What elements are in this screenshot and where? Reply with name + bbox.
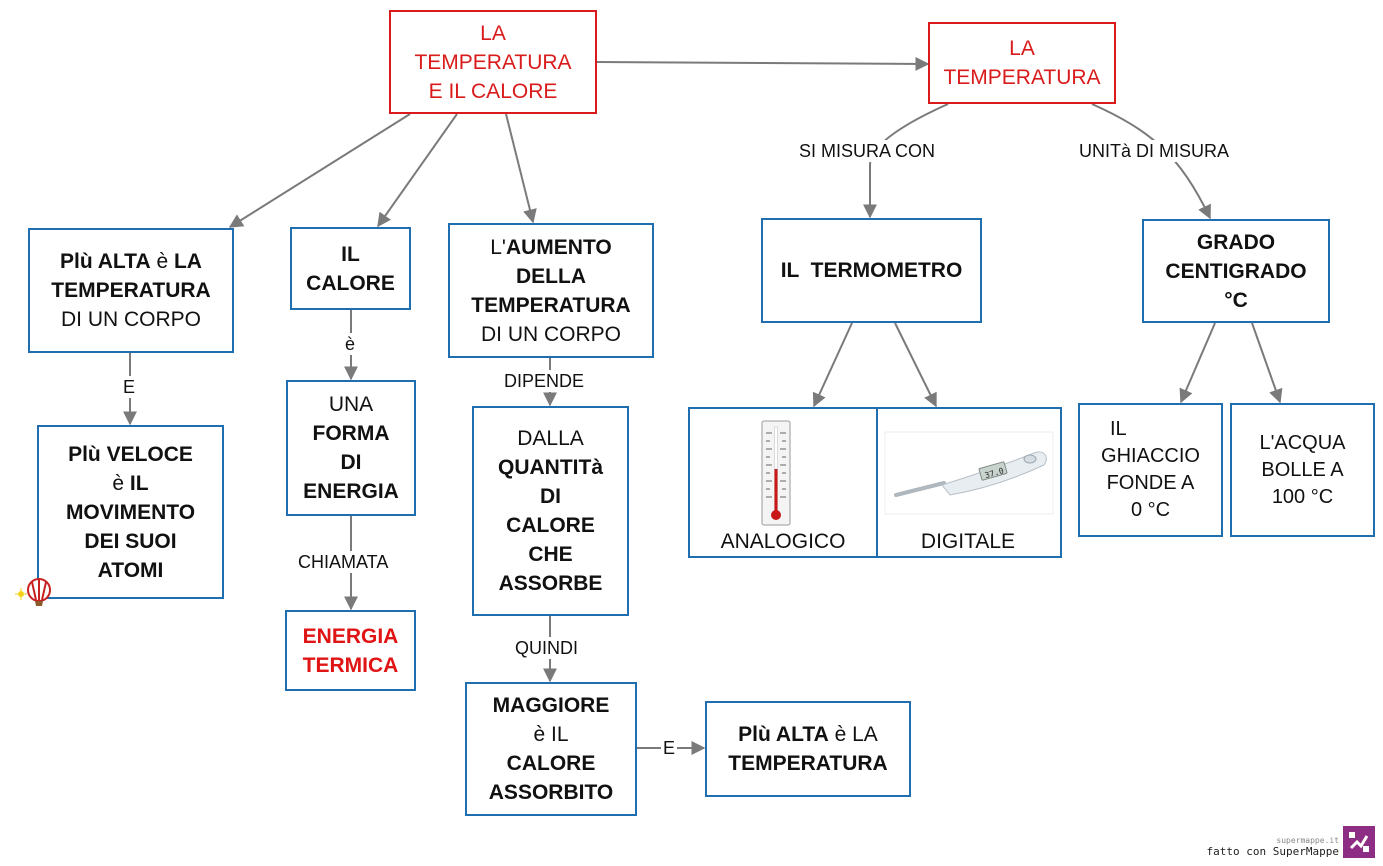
- edge-grado-ghiaccio: [1179, 322, 1216, 404]
- cell-analogico[interactable]: ANALOGICO: [690, 409, 878, 556]
- edge-label-unita: UNITà DI MISURA: [1077, 140, 1232, 162]
- analogico-label: ANALOGICO: [720, 530, 846, 553]
- aumento-line-2: DELLA: [516, 264, 586, 288]
- energia-line-1: ENERGIA: [302, 624, 399, 648]
- quantita-line-5: CHE: [528, 543, 573, 566]
- root-line-1: LA: [480, 21, 506, 45]
- quantita-line-1: DALLA: [517, 427, 584, 450]
- ghiaccio-line-2: GHIACCIO: [1101, 445, 1200, 467]
- quantita-line-2: QUANTITà: [498, 456, 603, 479]
- maggiore-line-3: CALORE: [506, 752, 596, 775]
- ghiaccio-line-3: FONDE A: [1106, 472, 1195, 494]
- veloce-line-4: DEI SUOI: [84, 529, 177, 553]
- edge-termometro-digitale: [894, 322, 937, 408]
- termometro-label: IL TERMOMETRO: [780, 259, 963, 282]
- node-termometro[interactable]: IL TERMOMETRO: [761, 218, 982, 323]
- grado-line-1: GRADO: [1196, 230, 1276, 254]
- edge-grado-acqua: [1251, 322, 1283, 404]
- analog-thermometer-icon: [761, 420, 791, 526]
- edge-label-e-2: E: [661, 737, 678, 759]
- edge-label-chiamata: CHIAMATA: [296, 551, 391, 573]
- piu-alta-line-2: TEMPERATURA: [728, 752, 888, 775]
- node-forma-energia[interactable]: UNA FORMA DI ENERGIA: [286, 380, 416, 516]
- aumento-line-3: TEMPERATURA: [471, 293, 631, 317]
- ghiaccio-line-4: 0 °C: [1130, 499, 1171, 521]
- calore-line-2: CALORE: [306, 271, 395, 295]
- piu-alta-line-1: Plù ALTA è LA: [738, 723, 878, 746]
- alta-line-3: DI UN CORPO: [60, 308, 201, 331]
- edge-root-alta: [228, 113, 411, 228]
- aumento-line-1: L'AUMENTO: [490, 235, 612, 259]
- maggiore-line-2: è IL: [533, 723, 569, 746]
- footer-site: supermappe.it: [1276, 836, 1339, 845]
- edge-label-dipende: DIPENDE: [502, 370, 587, 392]
- edge-root-aumento: [505, 113, 537, 224]
- edge-root-calore: [377, 113, 458, 228]
- node-temperatura[interactable]: LA TEMPERATURA: [928, 22, 1116, 104]
- quantita-line-6: ASSORBE: [498, 572, 603, 595]
- footer-credit: supermappe.it fatto con SuperMappe: [1207, 836, 1339, 858]
- maggiore-line-1: MAGGIORE: [492, 694, 610, 717]
- veloce-line-1: Plù VELOCE: [68, 442, 193, 466]
- veloce-line-5: ATOMI: [97, 558, 164, 582]
- footer-made-with: fatto con SuperMappe: [1206, 845, 1339, 858]
- supermappe-logo-icon: [1343, 826, 1375, 858]
- edge-root-temperatura: [596, 56, 930, 71]
- balloon-icon: [15, 578, 51, 606]
- node-veloce[interactable]: Plù VELOCE è IL MOVIMENTO DEI SUOI ATOMI: [37, 425, 224, 599]
- calore-line-1: IL: [341, 242, 360, 266]
- veloce-line-3: MOVIMENTO: [65, 500, 196, 524]
- root-line-2: TEMPERATURA: [414, 50, 572, 74]
- forma-line-3: DI: [340, 451, 362, 474]
- edge-label-quindi: QUINDI: [513, 637, 580, 659]
- grado-line-2: CENTIGRADO: [1165, 259, 1307, 283]
- edge-label-e-1: E: [121, 376, 138, 398]
- alta-line-2: TEMPERATURA: [51, 279, 211, 302]
- root-line-3: E IL CALORE: [428, 79, 558, 103]
- temperatura-line-2: TEMPERATURA: [943, 66, 1101, 89]
- node-piu-alta[interactable]: Plù ALTA è LA TEMPERATURA: [705, 701, 911, 797]
- digitale-label: DIGITALE: [920, 530, 1016, 553]
- quantita-line-3: DI: [540, 485, 561, 508]
- temperatura-line-1: LA: [1009, 37, 1035, 60]
- node-aumento[interactable]: L'AUMENTO DELLA TEMPERATURA DI UN CORPO: [448, 223, 654, 358]
- maggiore-line-4: ASSORBITO: [488, 781, 614, 804]
- energia-line-2: TERMICA: [302, 653, 399, 677]
- node-thermometer-types[interactable]: ANALOGICO 37.0 DIGITALE: [688, 407, 1062, 558]
- node-calore[interactable]: IL CALORE: [290, 227, 411, 310]
- node-acqua[interactable]: L'ACQUA BOLLE A 100 °C: [1230, 403, 1375, 537]
- node-grado[interactable]: GRADO CENTIGRADO °C: [1142, 219, 1330, 323]
- quantita-line-4: CALORE: [506, 514, 595, 537]
- node-root[interactable]: LA TEMPERATURA E IL CALORE: [389, 10, 597, 114]
- forma-line-1: UNA: [328, 393, 374, 416]
- node-energia-termica[interactable]: ENERGIA TERMICA: [285, 610, 416, 691]
- node-maggiore[interactable]: MAGGIORE è IL CALORE ASSORBITO: [465, 682, 637, 816]
- edge-label-si-misura: SI MISURA CON: [797, 140, 938, 162]
- acqua-line-1: L'ACQUA: [1259, 431, 1346, 454]
- node-quantita[interactable]: DALLA QUANTITà DI CALORE CHE ASSORBE: [472, 406, 629, 616]
- forma-line-2: FORMA: [312, 422, 390, 445]
- acqua-line-2: BOLLE A: [1261, 458, 1344, 481]
- edge-label-e-verb: è: [343, 333, 358, 355]
- cell-digitale[interactable]: 37.0 DIGITALE: [876, 409, 1060, 556]
- veloce-line-2: è IL: [112, 471, 149, 495]
- edge-termometro-analogico: [812, 322, 853, 408]
- alta-line-1: Plù ALTA è LA: [60, 250, 202, 273]
- aumento-line-4: DI UN CORPO: [480, 322, 621, 346]
- digital-thermometer-icon: 37.0: [884, 431, 1054, 515]
- grado-line-3: °C: [1224, 288, 1248, 312]
- forma-line-4: ENERGIA: [303, 480, 399, 503]
- ghiaccio-line-1: IL: [1110, 418, 1127, 440]
- node-alta-temperatura[interactable]: Plù ALTA è LA TEMPERATURA DI UN CORPO: [28, 228, 234, 353]
- node-ghiaccio[interactable]: IL GHIACCIO FONDE A 0 °C: [1078, 403, 1223, 537]
- acqua-line-3: 100 °C: [1271, 485, 1334, 508]
